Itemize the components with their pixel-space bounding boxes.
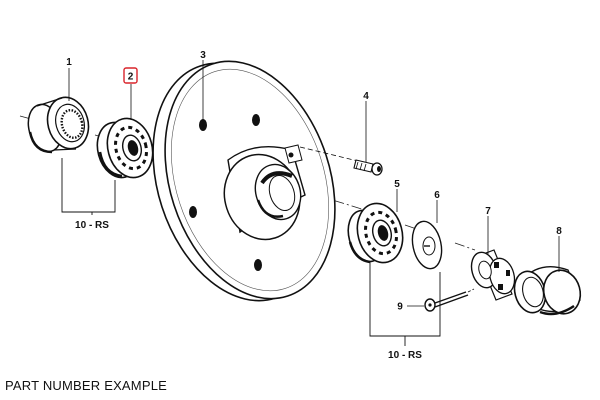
callout-9: 9 (397, 302, 403, 313)
leader-lines (68, 60, 560, 307)
part-3-hub-disc[interactable] (124, 39, 364, 323)
callout-2: 2 (128, 72, 134, 83)
part-5-outer-bearing[interactable] (343, 198, 409, 267)
callout-8: 8 (556, 226, 562, 237)
part-8-dust-cap[interactable] (510, 266, 585, 318)
part-4-stud-bolt[interactable] (299, 146, 383, 176)
part-6-tab-washer[interactable] (408, 219, 445, 272)
group-label-left: 10 - RS (75, 220, 109, 231)
group-bracket-left (61, 158, 116, 215)
group-bracket-right (369, 262, 441, 346)
part-9-cotter-pin[interactable] (424, 288, 475, 312)
callout-2-highlight (123, 67, 138, 84)
group-label-right: 10 - RS (388, 350, 422, 361)
callout-4: 4 (363, 91, 369, 102)
callout-5: 5 (394, 179, 400, 190)
page-caption: PART NUMBER EXAMPLE (5, 378, 168, 393)
callout-7: 7 (485, 206, 491, 217)
part-1-outer-ring[interactable] (23, 93, 94, 156)
part-7-castle-nut[interactable] (468, 249, 518, 301)
part-2-inner-bearing[interactable] (91, 113, 159, 182)
callout-1: 1 (66, 57, 72, 68)
callout-6: 6 (434, 190, 440, 201)
callout-3: 3 (200, 50, 206, 61)
